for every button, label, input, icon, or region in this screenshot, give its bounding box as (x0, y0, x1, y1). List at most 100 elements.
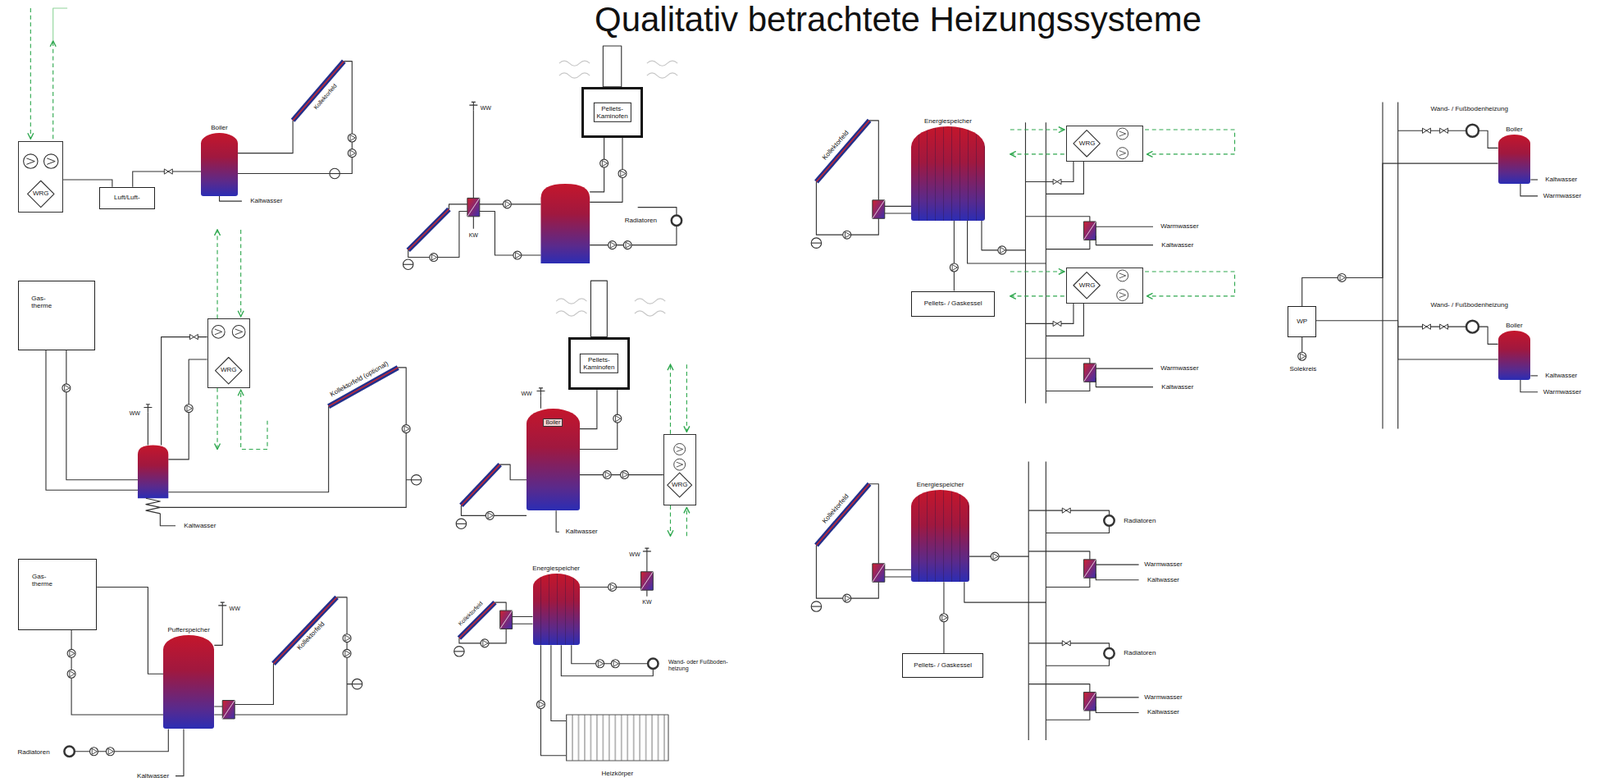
pipe (159, 367, 411, 507)
storage-tank: Energiespeicher (533, 573, 580, 645)
ventilation-unit: WRG (1066, 267, 1143, 304)
tank-heading: Boiler (1505, 321, 1523, 329)
storage-tank: Pufferspeicher (163, 634, 215, 729)
pipe-label: WW (479, 104, 493, 112)
system-d (89, 747, 98, 756)
pipe-label: Kaltwasser (1146, 708, 1181, 716)
node-label: Pellets- / Gaskessel (924, 300, 983, 308)
ventilation-unit: WRG (1066, 125, 1143, 162)
tank-heading: Boiler (1505, 125, 1523, 133)
system-d (222, 700, 235, 719)
node-label: Luft/Luft- (113, 194, 141, 202)
pipe (234, 597, 352, 715)
system-b (513, 250, 522, 260)
storage-tank: Boiler (1498, 330, 1532, 380)
equipment-box: Pellets- / Gaskessel (902, 652, 985, 678)
pipe (460, 464, 527, 516)
system-c (62, 383, 71, 393)
pipe-label: Warmwasser (1159, 364, 1199, 373)
storage-tank: Boiler (1498, 134, 1532, 184)
storage-tank (137, 444, 169, 498)
air-duct (670, 505, 671, 536)
solar-collector (408, 209, 450, 251)
pipe-connector (1302, 163, 1499, 306)
system-g (1010, 127, 1236, 250)
pipe-label: Kollektorfeld (455, 599, 484, 628)
node-label: WRG (1079, 139, 1096, 147)
pipe-label: WW (128, 410, 142, 417)
pipe-connector (71, 629, 164, 715)
pipe (967, 220, 1047, 264)
pipe (540, 644, 566, 755)
system-g (949, 263, 958, 272)
system-e (620, 470, 630, 479)
pipe-label: Kaltwasser (565, 528, 599, 536)
pipe (214, 610, 223, 645)
system-a (23, 8, 357, 208)
system-a (44, 154, 59, 169)
pipe (512, 616, 534, 625)
solar-collector (292, 61, 344, 121)
pipe (589, 137, 623, 202)
system-f (454, 547, 669, 761)
system-d (63, 586, 362, 775)
storage-tank: Energiespeicher (911, 489, 970, 582)
node-label: WRG (220, 366, 238, 374)
system-e (455, 280, 692, 536)
radiator-symbol (671, 215, 682, 226)
system-f (642, 547, 652, 557)
pipe-label: Kaltwasser (182, 521, 217, 529)
pipe (74, 728, 169, 751)
air-duct (30, 8, 32, 139)
floor-heating-symbol (647, 658, 658, 669)
pipe-label: WW (228, 605, 242, 612)
diagram-title: Qualitativ betrachtete Heizungssysteme (594, 0, 1202, 39)
pipe-connectors (63, 163, 1498, 715)
heating-coil (145, 497, 160, 514)
tank-heading: Energiespeicher (532, 564, 580, 572)
pipe (96, 586, 164, 674)
pipe-label: Warmwasser (1542, 191, 1582, 200)
distribution-pipes (1025, 122, 1046, 403)
equipment-box: Gas- therme (18, 558, 97, 630)
node-label: Pellets- Kaminofen (592, 102, 631, 123)
equipment-box: Luft/Luft- (99, 186, 155, 210)
system-g (1010, 269, 1236, 392)
system-h (811, 483, 912, 612)
node-label: Gas- therme (31, 294, 52, 310)
pipe-label: Warmwasser (1143, 560, 1183, 568)
system-f (608, 582, 617, 591)
equipment-box: WP (1287, 305, 1317, 337)
pipe (589, 207, 677, 246)
pipe (408, 204, 468, 258)
system-g (811, 120, 912, 249)
pipe (237, 120, 293, 154)
system-f (480, 638, 489, 648)
radiator-illustration (566, 714, 669, 761)
tank-heading: Energiespeicher (916, 480, 965, 488)
system-c (232, 325, 246, 339)
pipe-label: Wand- oder Fußboden- heizung (667, 658, 745, 672)
system-f (500, 610, 513, 629)
pipe (175, 728, 184, 775)
air-duct (52, 41, 54, 139)
pipe-label: Kaltwasser (136, 771, 170, 780)
pipe-label: Wand- / Fußbodenheizung (1430, 300, 1509, 309)
solar-collector (273, 597, 337, 664)
system-b (618, 169, 627, 178)
pipe-label: Radiatoren (624, 216, 658, 224)
ventilation-unit: WRG (207, 318, 251, 388)
air-duct (241, 389, 268, 449)
radiator-symbol (63, 746, 74, 757)
pipe-label: Kollektorfeld (820, 127, 851, 162)
pipe (214, 706, 223, 715)
system-h (990, 551, 999, 561)
pipe-connector (579, 389, 598, 429)
pipe-label: Kaltwasser (1160, 241, 1195, 249)
system-d (67, 648, 76, 657)
pipe (646, 556, 648, 597)
pipe-label: Kaltwasser (1160, 382, 1195, 391)
system-i (1337, 273, 1346, 282)
system-f (536, 700, 545, 709)
